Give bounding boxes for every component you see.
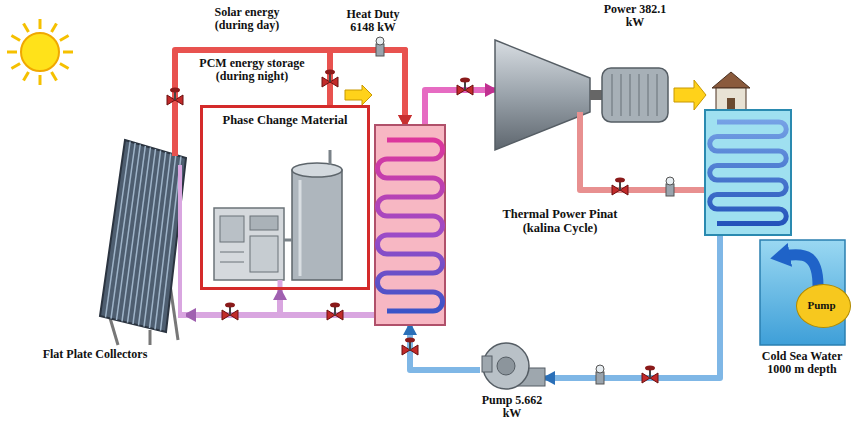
circulation-pump xyxy=(482,343,545,389)
node-label: Pump xyxy=(797,299,846,311)
energy-source-note: PCM energy storage (during night) xyxy=(185,57,319,84)
sun xyxy=(21,33,59,71)
node-label: Flat Plate Collectors xyxy=(20,348,170,361)
flat-plate-collector xyxy=(100,140,186,345)
condenser xyxy=(705,110,791,235)
energy-source-note: Solar energy (during day) xyxy=(195,6,299,33)
solar-collector: Flat Plate Collectors xyxy=(95,140,186,340)
pipe-connector xyxy=(545,150,720,378)
pipe-connector xyxy=(410,325,480,370)
flow-arrow xyxy=(345,85,372,105)
sun-rays xyxy=(7,19,73,85)
pipe-connector xyxy=(425,90,495,125)
sea-pump: Pump xyxy=(796,284,851,328)
node-label: Phase Change Material xyxy=(203,113,367,127)
node-label: Thermal Power Pinat (kalina Cycle) xyxy=(485,207,635,235)
heat-exchanger xyxy=(375,125,445,325)
turbine-generator: Power 382.1 kW xyxy=(495,35,670,150)
node-label: Cold Sea Water 1000 m depth xyxy=(756,350,848,377)
sea-water-box: Cold Sea Water 1000 m depthPump xyxy=(760,240,845,345)
pcm-box: Phase Change Material xyxy=(200,105,370,290)
pcm-storage-equipment xyxy=(214,150,342,290)
circulation-pump: Pump 5.662 kW xyxy=(480,340,545,392)
node-label: Power 382.1 kW xyxy=(600,3,670,30)
heat-duty-value: Heat Duty 6148 kW xyxy=(335,8,411,35)
heat-exchanger: Thermal Power Pinat (kalina Cycle) xyxy=(375,125,445,325)
pipe-connector xyxy=(175,50,405,140)
node-label: Pump 5.662 kW xyxy=(477,394,547,421)
